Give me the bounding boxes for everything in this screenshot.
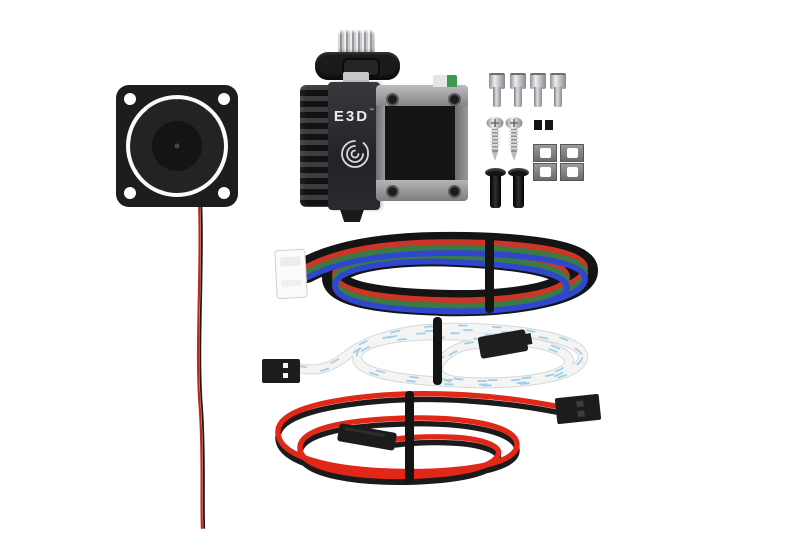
- motor-screw: [448, 93, 461, 106]
- square-nut: [533, 144, 557, 162]
- trademark: ™: [369, 108, 375, 114]
- self-tapping-screw: [486, 117, 504, 161]
- cooling-fan: [116, 85, 238, 207]
- black-pan-head-screw: [508, 168, 529, 208]
- tension-thumbwheel: [338, 30, 375, 55]
- heater-connector-right: [554, 393, 602, 425]
- heater-cable: [278, 394, 556, 483]
- cap-head-screw: [489, 73, 505, 107]
- black-square-spacer: [534, 120, 542, 130]
- brand-logo-text: E3D™: [333, 108, 375, 125]
- motor-cable-connector: [433, 75, 457, 87]
- ammonite-logo-icon: [341, 140, 369, 168]
- motor-right-pillar: [455, 106, 468, 180]
- heater-connector-mid: [337, 423, 397, 451]
- cap-head-screw: [550, 73, 566, 107]
- extruder-outlet: [340, 210, 364, 222]
- thermistor-connector-mid: [477, 329, 533, 359]
- motor-left-pillar: [376, 106, 385, 180]
- self-tapping-screws: [486, 117, 523, 161]
- square-nut: [560, 144, 584, 162]
- motor-screw: [386, 185, 399, 198]
- ribbon-cable-tie: [485, 233, 494, 313]
- fan-mounting-holes: [124, 93, 230, 199]
- heater-cable-tie: [405, 391, 414, 483]
- thermistor-cable-tie: [433, 317, 442, 385]
- cap-head-screw: [530, 73, 546, 107]
- square-nut: [560, 163, 584, 181]
- motor-screw: [448, 185, 461, 198]
- jst-connector: [274, 248, 308, 300]
- motor-screw: [386, 93, 399, 106]
- cap-head-screw: [510, 73, 526, 107]
- black-square-spacer: [545, 120, 553, 130]
- fan-wire: [196, 198, 206, 530]
- stepper-ribbon-cable: [306, 237, 585, 312]
- black-pan-head-screw: [485, 168, 506, 208]
- square-nut: [533, 163, 557, 181]
- stepper-motor-body: [380, 106, 464, 180]
- thermistor-connector-left: [262, 359, 300, 383]
- self-tapping-screw: [505, 117, 523, 161]
